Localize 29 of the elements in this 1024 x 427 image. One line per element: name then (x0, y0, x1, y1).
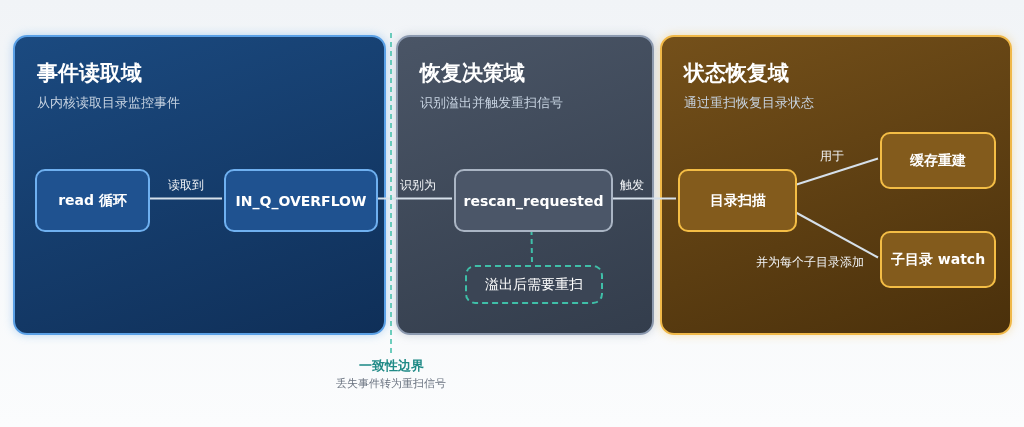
panel-title: 状态恢复域 (684, 60, 789, 87)
process-box: IN_Q_OVERFLOW (224, 169, 378, 232)
process-box: 子目录 watch (880, 231, 996, 288)
process-box: rescan_requested (454, 169, 613, 232)
edge-label: 并为每个子目录添加 (756, 253, 864, 271)
process-box: 目录扫描 (678, 169, 797, 232)
connector-line (794, 211, 879, 259)
edge-label: 用于 (820, 147, 844, 165)
process-box: 缓存重建 (880, 132, 996, 189)
connector-line (375, 197, 453, 200)
panel-subtitle: 通过重扫恢复目录状态 (684, 94, 814, 112)
panel-subtitle: 识别溢出并触发重扫信号 (420, 94, 563, 112)
note-box: 溢出后需要重扫 (465, 265, 603, 304)
edge-label: 识别为 (400, 176, 436, 194)
panel-subtitle: 从内核读取目录监控事件 (37, 94, 180, 112)
panel-title: 事件读取域 (37, 60, 142, 87)
boundary-title: 一致性边界 (358, 357, 424, 375)
domain-panel (396, 35, 654, 335)
connector-line (610, 197, 677, 200)
dashed-connector (530, 229, 533, 264)
process-box: read 循环 (35, 169, 150, 232)
boundary-note: 丢失事件转为重扫信号 (336, 376, 446, 391)
domain-panel (13, 35, 386, 335)
domain-panel (660, 35, 1012, 335)
edge-label: 触发 (620, 176, 644, 194)
edge-label: 读取到 (168, 176, 204, 194)
connector-line (147, 197, 223, 200)
connector-line (794, 157, 879, 186)
panel-title: 恢复决策域 (420, 60, 525, 87)
